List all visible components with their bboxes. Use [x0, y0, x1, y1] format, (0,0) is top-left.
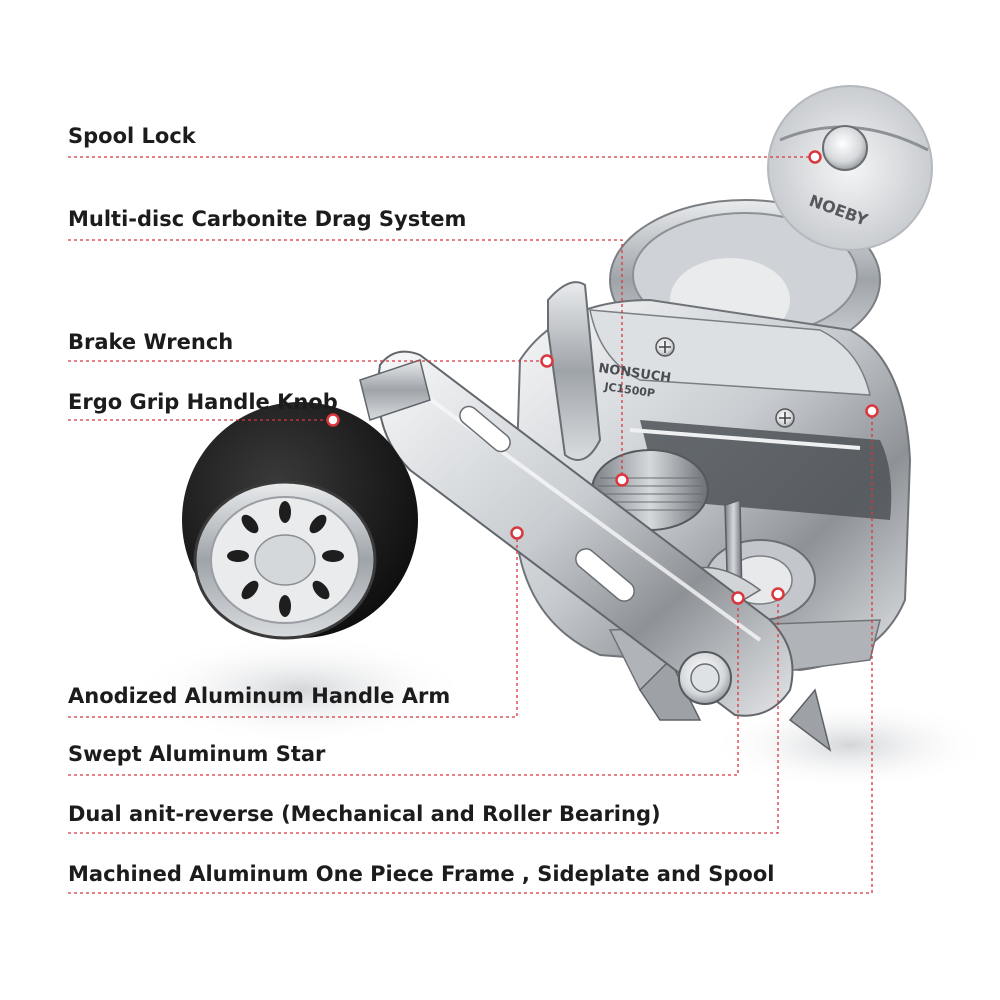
marker-spool-lock	[808, 150, 822, 164]
label-frame: Machined Aluminum One Piece Frame , Side…	[68, 862, 775, 886]
leader-line-frame	[68, 411, 873, 894]
label-star: Swept Aluminum Star	[68, 742, 326, 766]
label-handle-arm: Anodized Aluminum Handle Arm	[68, 684, 451, 708]
spool-lock-inset: NOEBY	[767, 85, 933, 251]
marker-anti-reverse	[771, 587, 785, 601]
label-anti-reverse: Dual anit-reverse (Mechanical and Roller…	[68, 802, 661, 826]
leader-lines	[68, 156, 873, 894]
floor-shadow	[710, 700, 990, 790]
marker-frame	[865, 404, 879, 418]
marker-drag-system	[615, 473, 629, 487]
leader-line-handle-arm	[68, 533, 518, 718]
leader-line-star	[68, 598, 739, 776]
marker-star	[731, 591, 745, 605]
label-drag-system: Multi-disc Carbonite Drag System	[68, 207, 467, 231]
leader-line-anti-reverse	[68, 594, 779, 834]
callout-markers	[326, 150, 879, 605]
leader-line-drag-system	[68, 239, 623, 480]
marker-brake-wrench	[540, 354, 554, 368]
marker-handle-arm	[510, 526, 524, 540]
label-handle-knob: Ergo Grip Handle Knob	[68, 390, 338, 414]
label-spool-lock: Spool Lock	[68, 124, 196, 148]
marker-handle-knob	[326, 413, 340, 427]
handle-knob	[182, 402, 418, 640]
handle-arm	[359, 350, 794, 717]
label-brake-wrench: Brake Wrench	[68, 330, 234, 354]
